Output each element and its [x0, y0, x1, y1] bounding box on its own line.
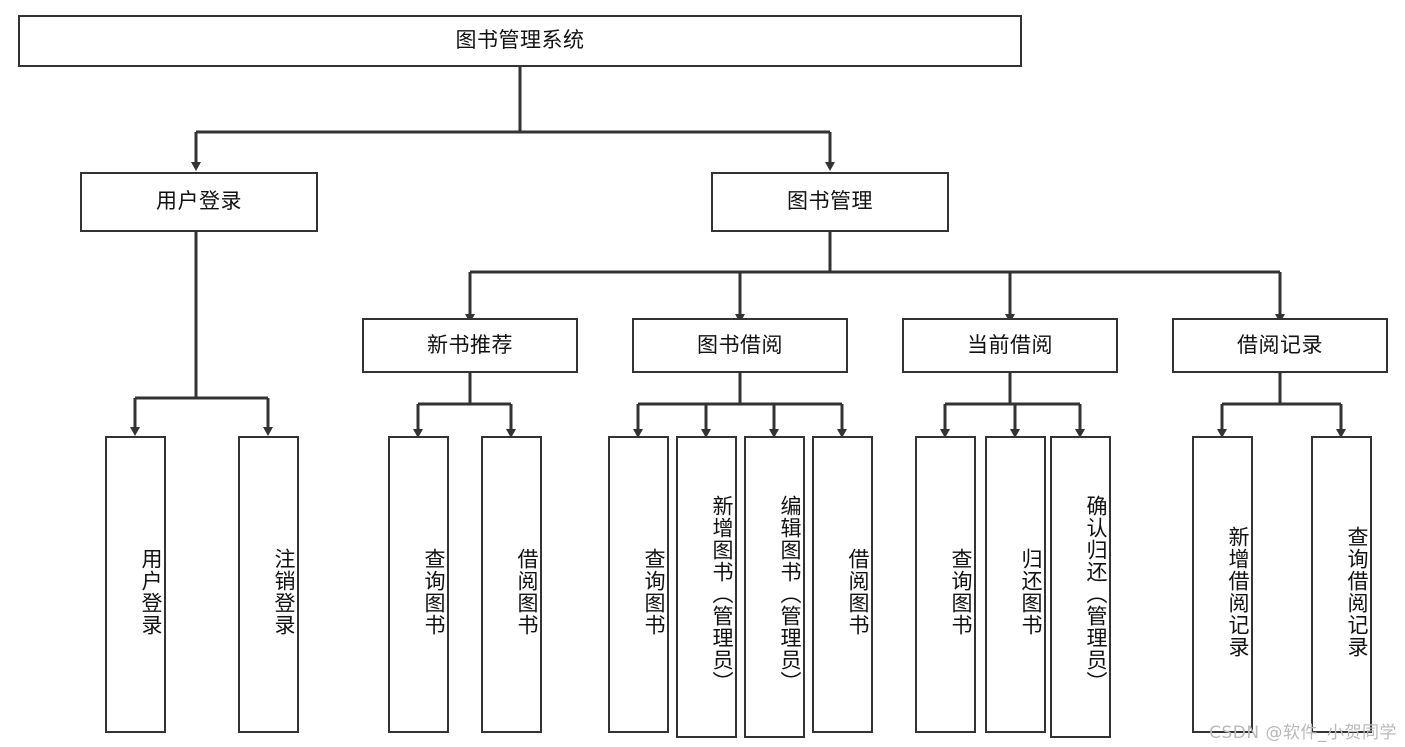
node-new-book-recommend[interactable]: 新书推荐: [362, 318, 578, 373]
node-user-login[interactable]: 用户登录: [80, 172, 318, 232]
leaf-label: 用户登录: [139, 547, 163, 636]
leaf-label: 编辑图书（管理员）: [778, 495, 802, 693]
node-user-login-label: 用户登录: [156, 189, 242, 214]
leaf-label: 借阅图书: [846, 547, 870, 636]
node-book-management[interactable]: 图书管理: [711, 172, 949, 232]
leaf-label: 查询图书: [422, 547, 446, 636]
leaf-user-login-login[interactable]: 用户登录: [105, 436, 166, 733]
leaf-label: 归还图书: [1019, 547, 1043, 636]
leaf-borrow-edit-book-admin[interactable]: 编辑图书（管理员）: [744, 436, 805, 738]
node-current-borrow-label: 当前借阅: [967, 332, 1053, 357]
leaf-label: 查询借阅记录: [1345, 525, 1369, 658]
node-current-borrow[interactable]: 当前借阅: [902, 318, 1118, 373]
leaf-current-confirm-return-admin[interactable]: 确认归还（管理员）: [1050, 436, 1111, 738]
leaf-label: 注销登录: [272, 547, 296, 636]
leaf-borrow-borrow-book[interactable]: 借阅图书: [812, 436, 873, 733]
leaf-borrow-query-book[interactable]: 查询图书: [608, 436, 669, 733]
leaf-current-return-book[interactable]: 归还图书: [985, 436, 1046, 733]
leaf-record-add-record[interactable]: 新增借阅记录: [1192, 436, 1253, 733]
leaf-record-query-record[interactable]: 查询借阅记录: [1311, 436, 1372, 733]
node-book-borrow-label: 图书借阅: [697, 332, 783, 357]
leaf-label: 查询图书: [949, 547, 973, 636]
leaf-recommend-borrow-book[interactable]: 借阅图书: [481, 436, 542, 733]
leaf-borrow-add-book-admin[interactable]: 新增图书（管理员）: [676, 436, 737, 738]
leaf-label: 新增图书（管理员）: [710, 495, 734, 693]
node-book-borrow[interactable]: 图书借阅: [632, 318, 848, 373]
leaf-label: 新增借阅记录: [1226, 525, 1250, 658]
node-borrow-record[interactable]: 借阅记录: [1172, 318, 1388, 373]
node-root-label: 图书管理系统: [455, 28, 585, 53]
leaf-current-query-book[interactable]: 查询图书: [915, 436, 976, 733]
node-book-management-label: 图书管理: [787, 189, 873, 214]
leaf-label: 借阅图书: [515, 547, 539, 636]
leaf-recommend-query-book[interactable]: 查询图书: [388, 436, 449, 733]
leaf-label: 查询图书: [642, 547, 666, 636]
leaf-label: 确认归还（管理员）: [1084, 495, 1108, 693]
csdn-watermark: CSDN @软件_小贺同学: [1209, 723, 1397, 743]
node-root[interactable]: 图书管理系统: [18, 15, 1022, 67]
node-new-book-recommend-label: 新书推荐: [427, 332, 513, 357]
leaf-user-login-logout[interactable]: 注销登录: [238, 436, 299, 733]
node-borrow-record-label: 借阅记录: [1237, 332, 1323, 357]
